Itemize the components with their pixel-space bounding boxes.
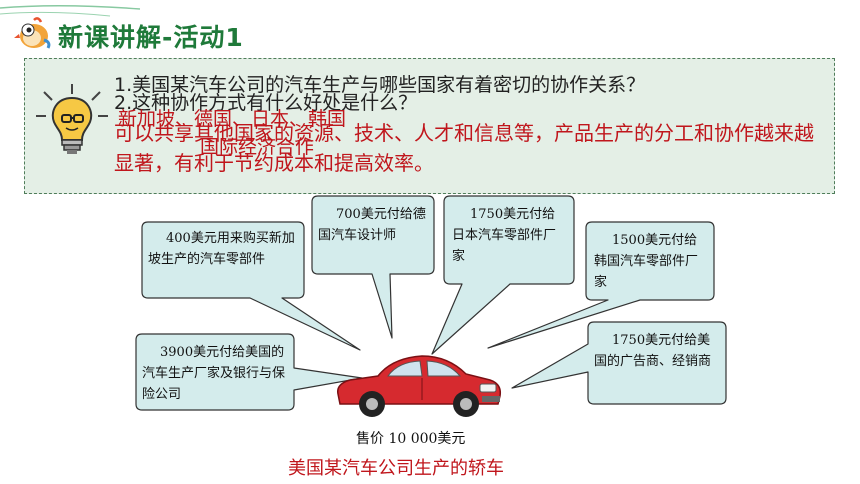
car-price: 售价 10 000美元 [356,431,466,447]
answer-term: 国际经济合作 [200,136,315,158]
bubble-shape-2 [311,195,435,339]
bubble-shape-6 [511,321,727,405]
bubble-text-usa-ads: 1750美元付给美国的广告商、经销商 [594,333,712,369]
decorative-lines [0,4,141,17]
bubble-text-japan: 1750美元付给日本汽车零部件厂家 [452,207,557,264]
answer-countries: 新加坡、德国、日本、韩国 [118,108,347,130]
question-2: 2.这种协作方式有什么好处是什么？ [114,92,418,114]
bubble-text-singapore: 400美元用来购买新加坡生产的汽车零部件 [148,231,295,267]
bubble-shape-1 [141,221,361,351]
page-title: 新课讲解-活动1 [58,23,244,52]
car-caption: 美国某汽车公司生产的轿车 [288,458,504,479]
bubble-text-korea: 1500美元付给韩国汽车零部件厂家 [594,233,699,290]
bird-mascot-icon [14,17,51,49]
lightbulb-icon [36,84,108,154]
question-1: 1.美国某汽车公司的汽车生产与哪些国家有着密切的协作关系？ [114,74,646,96]
answer-benefit: 可以共享其他国家的资源、技术、人才和信息等，产品生产的分工和协作越来越显著，有利… [114,121,814,175]
car-icon [337,355,502,417]
bubble-shape-5 [135,333,363,411]
bubble-shape-4 [487,221,715,349]
bubble-text-usa-makers: 3900美元付给美国的汽车生产厂家及银行与保险公司 [142,345,286,402]
question-panel [24,58,835,194]
bubble-text-germany: 700美元付给德国汽车设计师 [318,207,426,243]
bubble-shape-3 [431,195,575,355]
